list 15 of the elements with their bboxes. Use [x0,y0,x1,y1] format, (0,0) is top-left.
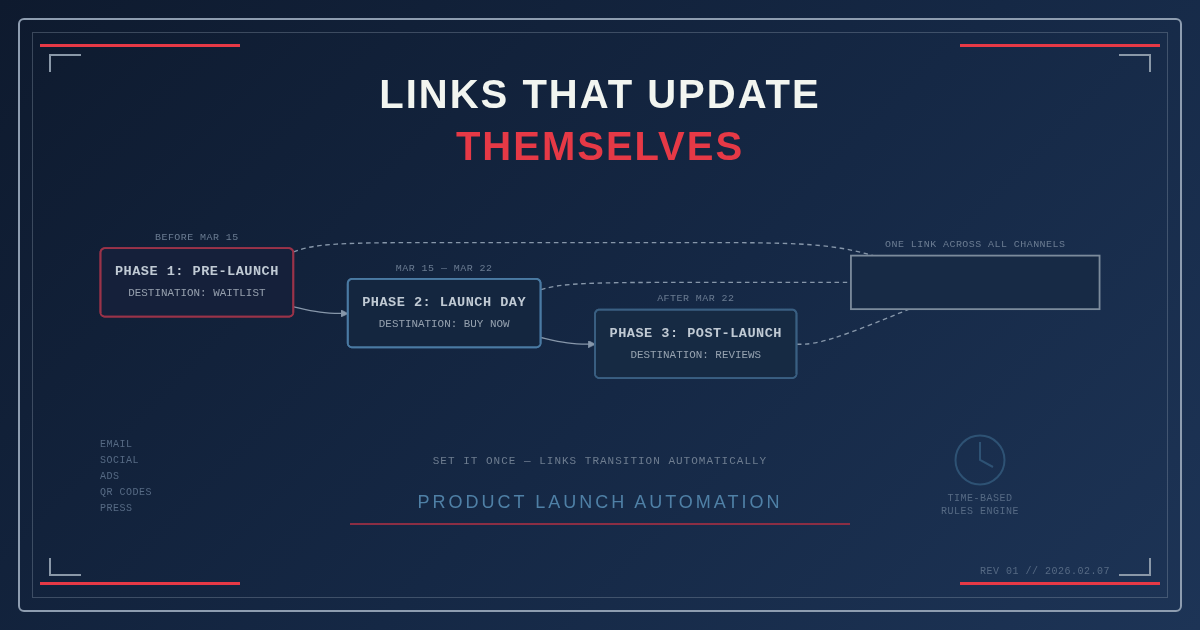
node-caption: AFTER MAR 22 [657,293,735,305]
channel-label: ADS [100,470,120,483]
node-caption: MAR 15 — MAR 22 [395,262,493,274]
caption: PRODUCT LAUNCH AUTOMATION [417,492,783,513]
channel-label: PRESS [100,502,133,515]
tagline: SET IT ONCE — LINKS TRANSITION AUTOMATICALLY [432,455,768,468]
feature-label: TIME-BASED RULES ENGINE [940,492,1020,518]
arrow [540,336,596,349]
node-caption: ONE LINK ACROSS ALL CHANNELS [885,239,1066,251]
title: LINKS THAT UPDATE THEMSELVES [378,71,822,170]
channel-label: QR CODES [100,486,152,499]
node-box [850,254,1101,311]
channel-label: EMAIL [100,438,133,451]
channel-label: SOCIAL [100,454,139,467]
node-caption: BEFORE MAR 15 [155,231,239,243]
